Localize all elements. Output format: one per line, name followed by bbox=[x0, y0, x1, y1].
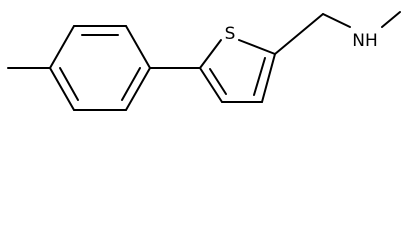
bond-ch2-nitrogen bbox=[322, 13, 351, 28]
sulfur-atom-label: S bbox=[225, 24, 236, 44]
bond-benzene-double-2 bbox=[121, 67, 141, 101]
bond-benzene-4 bbox=[125, 67, 151, 111]
bond-benzene-3 bbox=[125, 25, 151, 69]
bond-benzene-6 bbox=[49, 67, 75, 111]
bond-nitrogen-methyl bbox=[381, 11, 401, 28]
bond-thiophene-c5-s bbox=[199, 39, 222, 69]
bond-thiophene-c2-c3 bbox=[261, 53, 276, 103]
bond-thiophene-c4-c5 bbox=[199, 67, 223, 103]
bond-benzene-double-3 bbox=[59, 67, 79, 101]
bond-thiophene-double-1 bbox=[253, 57, 266, 96]
molecule-drawing: S NH bbox=[7, 11, 401, 111]
structure-diagram: S NH bbox=[0, 0, 406, 117]
bond-thiophene-double-2 bbox=[209, 68, 227, 95]
bond-benzene-1 bbox=[49, 25, 75, 69]
bond-thiophene-s-c2 bbox=[238, 39, 276, 55]
bond-thiophene-ch2 bbox=[274, 13, 324, 55]
amine-atom-label: NH bbox=[352, 31, 378, 51]
